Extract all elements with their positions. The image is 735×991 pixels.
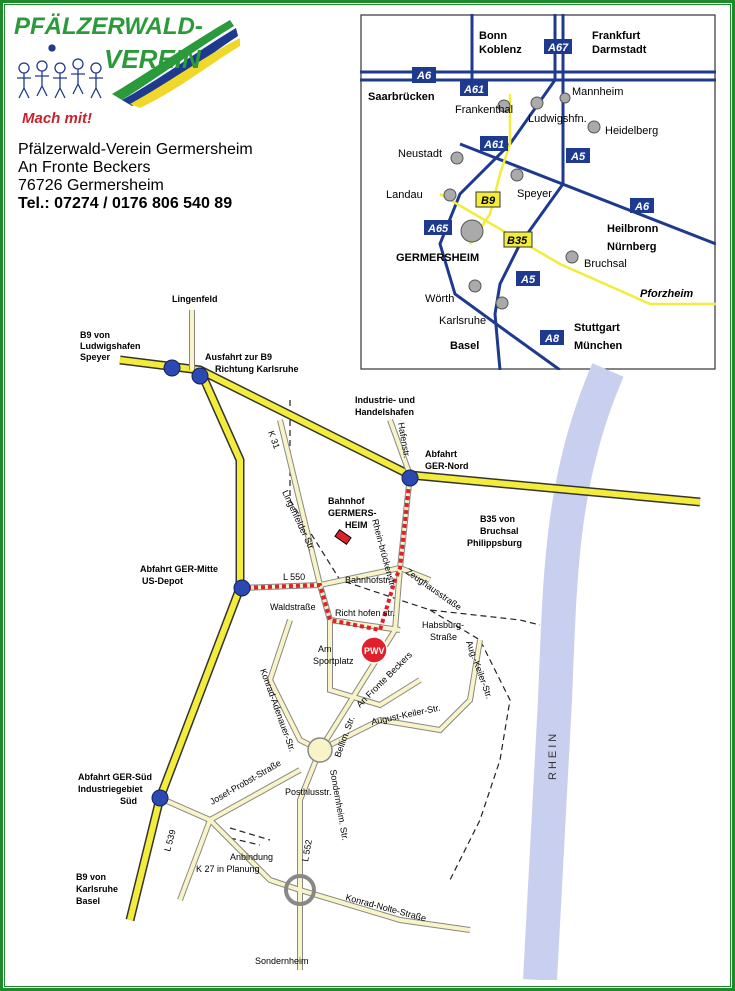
logo-slogan: Mach mit! bbox=[22, 110, 92, 127]
shield-a6-left: A6 bbox=[416, 70, 432, 82]
address-phone: Tel.: 07274 / 0176 806 540 89 bbox=[18, 195, 233, 212]
inset-nuernberg: Nürnberg bbox=[607, 241, 657, 253]
inset-bruchsal: Bruchsal bbox=[584, 258, 627, 270]
address-street: An Fronte Beckers bbox=[18, 159, 151, 176]
inset-saarbruecken: Saarbrücken bbox=[368, 91, 435, 103]
label-industrie-1: Industrie- und bbox=[355, 395, 415, 405]
inset-landau: Landau bbox=[386, 189, 423, 201]
railway-lines bbox=[229, 400, 541, 881]
city-street-map: PWV Lingenfeld B9 von Ludwigshafen Speye… bbox=[76, 294, 701, 980]
label-sondernheim: Sondernheim bbox=[255, 956, 309, 966]
label-abfahrt-sued-2: Industriegebiet bbox=[78, 784, 143, 794]
label-l552: L 552 bbox=[300, 839, 314, 863]
overview-inset-map: Bonn Koblenz Frankfurt Darmstadt Saarbrü… bbox=[360, 14, 716, 370]
shield-a65: A65 bbox=[427, 223, 449, 235]
label-rhein: RHEIN bbox=[547, 731, 559, 780]
inset-woerth: Wörth bbox=[425, 293, 454, 305]
inset-koblenz: Koblenz bbox=[479, 44, 522, 56]
inset-shields: A6 A61 A67 A61 A5 A6 A65 A5 A8 B9 B35 bbox=[412, 39, 654, 345]
label-b35-3: Philippsburg bbox=[467, 538, 522, 548]
label-b9-from-3: Speyer bbox=[80, 352, 111, 362]
hiker-figures bbox=[17, 44, 103, 99]
route-to-pwv bbox=[239, 474, 412, 633]
inset-frankfurt: Frankfurt bbox=[592, 30, 641, 42]
inset-heidelberg: Heidelberg bbox=[605, 125, 658, 137]
label-b35-2: Bruchsal bbox=[480, 526, 519, 536]
label-habsburg-2: Straße bbox=[430, 632, 457, 642]
logo-title-line2: VEREIN bbox=[104, 44, 202, 74]
inset-darmstadt: Darmstadt bbox=[592, 44, 647, 56]
shield-b9: B9 bbox=[481, 195, 496, 207]
inset-basel: Basel bbox=[450, 340, 479, 352]
inset-speyer: Speyer bbox=[517, 188, 552, 200]
label-am-sportplatz-1: Am bbox=[318, 644, 332, 654]
label-abfahrt-nord-1: Abfahrt bbox=[425, 449, 457, 459]
label-abfahrt-sued-3: Süd bbox=[120, 796, 137, 806]
inset-germersheim: GERMERSHEIM bbox=[396, 252, 479, 264]
interchanges bbox=[151, 359, 419, 807]
inset-frankenthal: Frankenthal bbox=[455, 104, 513, 116]
label-habsburg-1: Habsburg- bbox=[422, 620, 464, 630]
label-waldstrasse: Waldstraße bbox=[270, 602, 316, 612]
label-l550: L 550 bbox=[283, 572, 305, 582]
label-ausfahrt-b9-2: Richtung Karlsruhe bbox=[215, 364, 299, 374]
inset-stuttgart: Stuttgart bbox=[574, 322, 620, 334]
inset-karlsruhe: Karlsruhe bbox=[439, 315, 486, 327]
inset-mannheim: Mannheim bbox=[572, 86, 623, 98]
label-b9-from-1: B9 von bbox=[80, 330, 110, 340]
inset-bonn: Bonn bbox=[479, 30, 507, 42]
label-sondernheim-str: Sondernheim. Str. bbox=[328, 769, 350, 842]
shield-b35: B35 bbox=[507, 235, 528, 247]
address-org: Pfälzerwald-Verein Germersheim bbox=[18, 141, 253, 158]
shield-a6-right: A6 bbox=[634, 201, 650, 213]
label-k31: K 31 bbox=[266, 429, 282, 450]
label-konrad-adenauer: Konrad-Adenauer-Str. bbox=[258, 667, 297, 753]
inset-ludwigshfn: Ludwigshfn. bbox=[528, 113, 587, 125]
rhein-river bbox=[523, 363, 624, 980]
label-bahnhof-2: GERMERS- bbox=[328, 508, 377, 518]
shield-a61-top: A61 bbox=[463, 84, 484, 96]
label-l539: L 539 bbox=[162, 828, 177, 852]
label-industrie-2: Handelshafen bbox=[355, 407, 414, 417]
label-b9-karlsruhe-1: B9 von bbox=[76, 872, 106, 882]
label-am-sportplatz-2: Sportplatz bbox=[313, 656, 354, 666]
pwv-location-marker bbox=[360, 636, 388, 664]
inset-heilbronn: Heilbronn bbox=[607, 223, 659, 235]
shield-a5-bottom: A5 bbox=[520, 274, 536, 286]
pwv-logo: PFÄLZERWALD- VEREIN Mach mit! bbox=[14, 13, 240, 127]
label-b9-karlsruhe-2: Karlsruhe bbox=[76, 884, 118, 894]
label-bahnhof-3: HEIM bbox=[345, 520, 368, 530]
pwv-marker-label: PWV bbox=[364, 646, 385, 656]
label-anbindung-2: K 27 in Planung bbox=[196, 864, 260, 874]
shield-a8: A8 bbox=[544, 333, 560, 345]
label-abfahrt-mitte-1: Abfahrt GER-Mitte bbox=[140, 564, 218, 574]
shield-a67: A67 bbox=[547, 42, 569, 54]
inset-neustadt: Neustadt bbox=[398, 148, 442, 160]
label-abfahrt-mitte-2: US-Depot bbox=[142, 576, 183, 586]
label-bahnhof-1: Bahnhof bbox=[328, 496, 365, 506]
label-b35-1: B35 von bbox=[480, 514, 515, 524]
address-block: Pfälzerwald-Verein Germersheim An Fronte… bbox=[18, 141, 253, 213]
inset-pforzheim: Pforzheim bbox=[640, 288, 693, 300]
label-bahnhofstr: Bahnhofstr. bbox=[345, 575, 391, 585]
label-abfahrt-sued-1: Abfahrt GER-Süd bbox=[78, 772, 152, 782]
label-posthlusstr: Posthlusstr. bbox=[285, 787, 332, 797]
label-ausfahrt-b9-1: Ausfahrt zur B9 bbox=[205, 352, 272, 362]
address-city: 76726 Germersheim bbox=[18, 177, 164, 194]
label-lingenfeld: Lingenfeld bbox=[172, 294, 218, 304]
label-anbindung-1: Anbindung bbox=[230, 852, 273, 862]
label-richthofenstr: Richt hofen str. bbox=[335, 608, 395, 618]
train-station-icon bbox=[334, 529, 352, 545]
shield-a5-top: A5 bbox=[570, 151, 586, 163]
page-border-inner bbox=[4, 4, 731, 987]
label-b9-from-2: Ludwigshafen bbox=[80, 341, 141, 351]
label-b9-karlsruhe-3: Basel bbox=[76, 896, 100, 906]
logo-title-line1: PFÄLZERWALD- bbox=[14, 13, 203, 40]
label-abfahrt-nord-2: GER-Nord bbox=[425, 461, 469, 471]
label-zeughausstr: Zeughausstraße bbox=[404, 566, 463, 612]
shield-a61-mid: A61 bbox=[483, 139, 504, 151]
inset-muenchen: München bbox=[574, 340, 623, 352]
